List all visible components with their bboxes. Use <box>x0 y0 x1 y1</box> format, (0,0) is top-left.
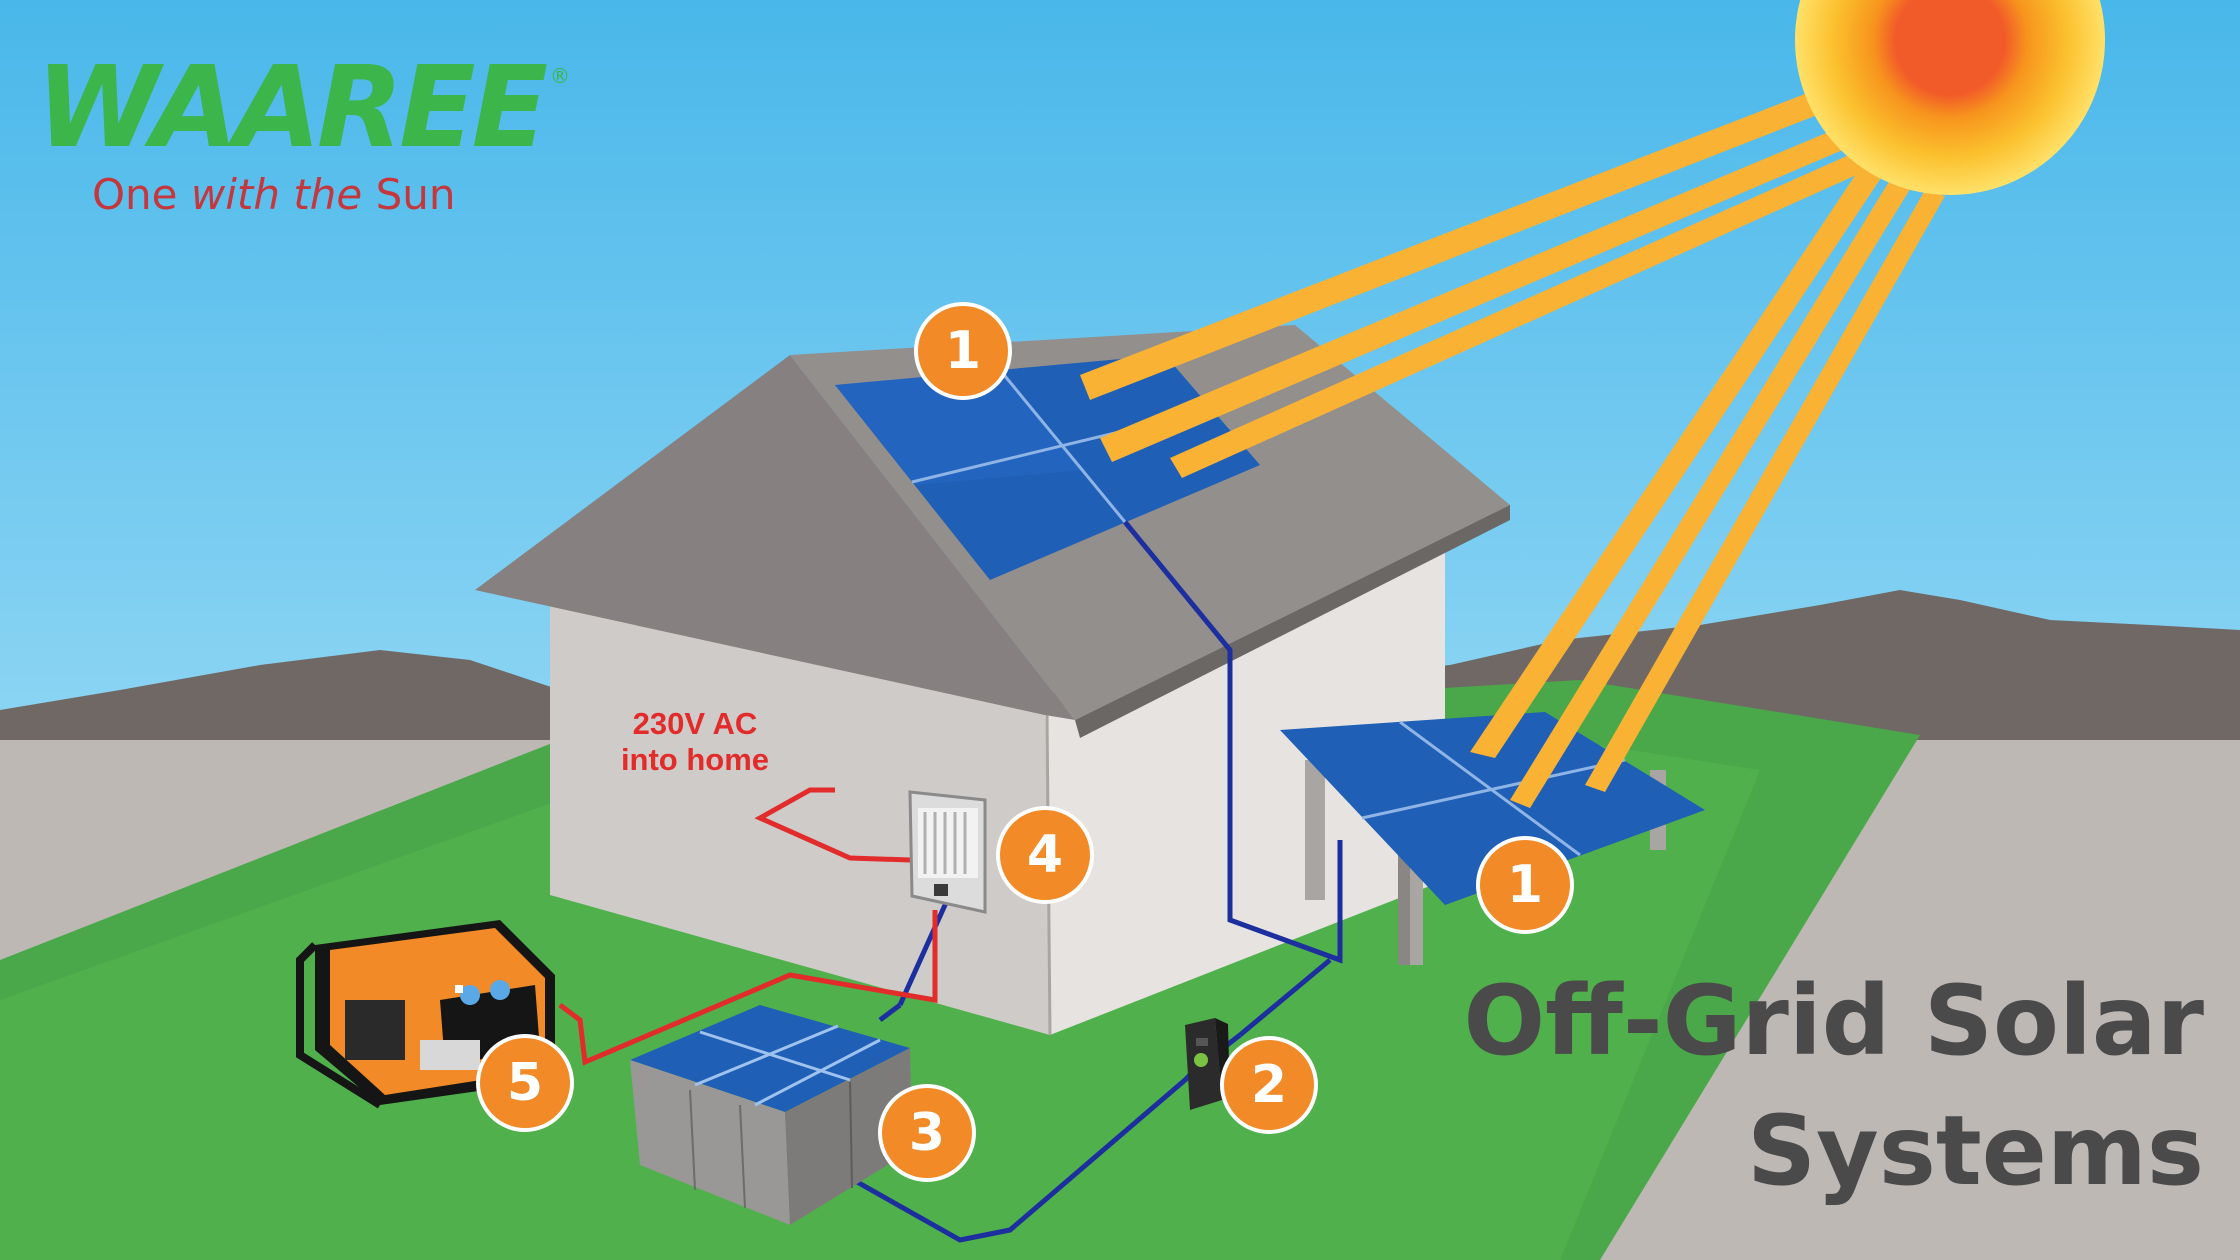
sun <box>1795 0 2105 195</box>
house-front-wall <box>550 605 1050 1035</box>
badge-battery-bank: 3 <box>878 1084 976 1182</box>
badge-generator: 5 <box>476 1034 574 1132</box>
registered-mark: ® <box>550 64 570 88</box>
title-line-2: Systems <box>1746 1095 2204 1207</box>
ac-label-line-1: 230V AC <box>632 706 758 741</box>
diagram-title: Off-Grid Solar Systems <box>1463 956 2204 1216</box>
charge-controller <box>1185 1018 1230 1110</box>
ac-label-line-2: into home <box>620 742 770 777</box>
badge-roof-panel: 1 <box>914 302 1012 400</box>
badge-charge-controller: 2 <box>1220 1036 1318 1134</box>
roof-gable <box>475 355 1075 720</box>
brand-logo: WAAREE <box>36 43 548 173</box>
sun-rays-ground <box>1470 168 1945 808</box>
ground-solar-panel <box>1280 712 1705 965</box>
tagline-part-3: Sun <box>362 170 456 219</box>
ac-wiring <box>558 787 938 1066</box>
battery-bank <box>630 1005 912 1225</box>
inverter-box <box>908 790 987 914</box>
ac-into-home-label: 230V AC into home <box>560 706 830 778</box>
roof-eave <box>1075 505 1510 738</box>
sun-rays-roof <box>1080 92 1872 478</box>
brand-tagline: One with the Sun <box>92 170 456 219</box>
tagline-part-1: One <box>92 170 191 219</box>
house-side-wall <box>1045 545 1445 1035</box>
title-line-1: Off-Grid Solar <box>1463 965 2204 1077</box>
badge-inverter: 4 <box>996 806 1094 904</box>
badge-ground-panel: 1 <box>1476 836 1574 934</box>
tagline-part-2: with the <box>190 170 363 219</box>
